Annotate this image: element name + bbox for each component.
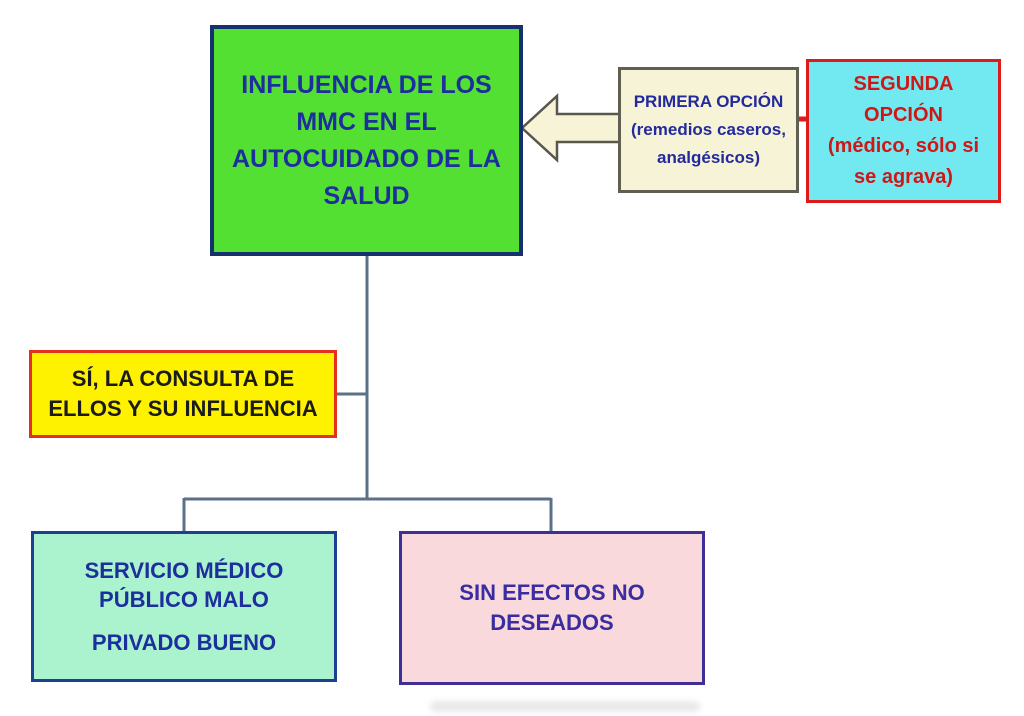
servicio-medico-label-top: SERVICIO MÉDICO PÚBLICO MALO — [84, 558, 284, 612]
segunda-opcion-label: SEGUNDA OPCIÓN (médico, sólo si se agrav… — [827, 73, 980, 188]
influencia-mmc-label: INFLUENCIA DE LOS MMC EN EL AUTOCUIDADO … — [232, 70, 501, 210]
influencia-mmc-box: INFLUENCIA DE LOS MMC EN EL AUTOCUIDADO … — [210, 25, 523, 256]
primera-opcion-label: PRIMERA OPCIÓN (remedios caseros, analgé… — [631, 92, 786, 167]
servicio-medico-box: SERVICIO MÉDICO PÚBLICO MALO PRIVADO BUE… — [31, 531, 337, 682]
segunda-opcion-box: SEGUNDA OPCIÓN (médico, sólo si se agrav… — [806, 59, 1001, 203]
left-block-arrow-icon — [520, 93, 622, 163]
si-consulta-box: SÍ, LA CONSULTA DE ELLOS Y SU INFLUENCIA — [29, 350, 337, 438]
sin-efectos-box: SIN EFECTOS NO DESEADOS — [399, 531, 705, 685]
primera-opcion-box: PRIMERA OPCIÓN (remedios caseros, analgé… — [618, 67, 799, 193]
bottom-shadow-artifact — [430, 701, 700, 712]
si-consulta-label: SÍ, LA CONSULTA DE ELLOS Y SU INFLUENCIA — [48, 366, 318, 421]
servicio-medico-label-bottom: PRIVADO BUENO — [91, 630, 277, 655]
sin-efectos-label: SIN EFECTOS NO DESEADOS — [459, 580, 645, 635]
